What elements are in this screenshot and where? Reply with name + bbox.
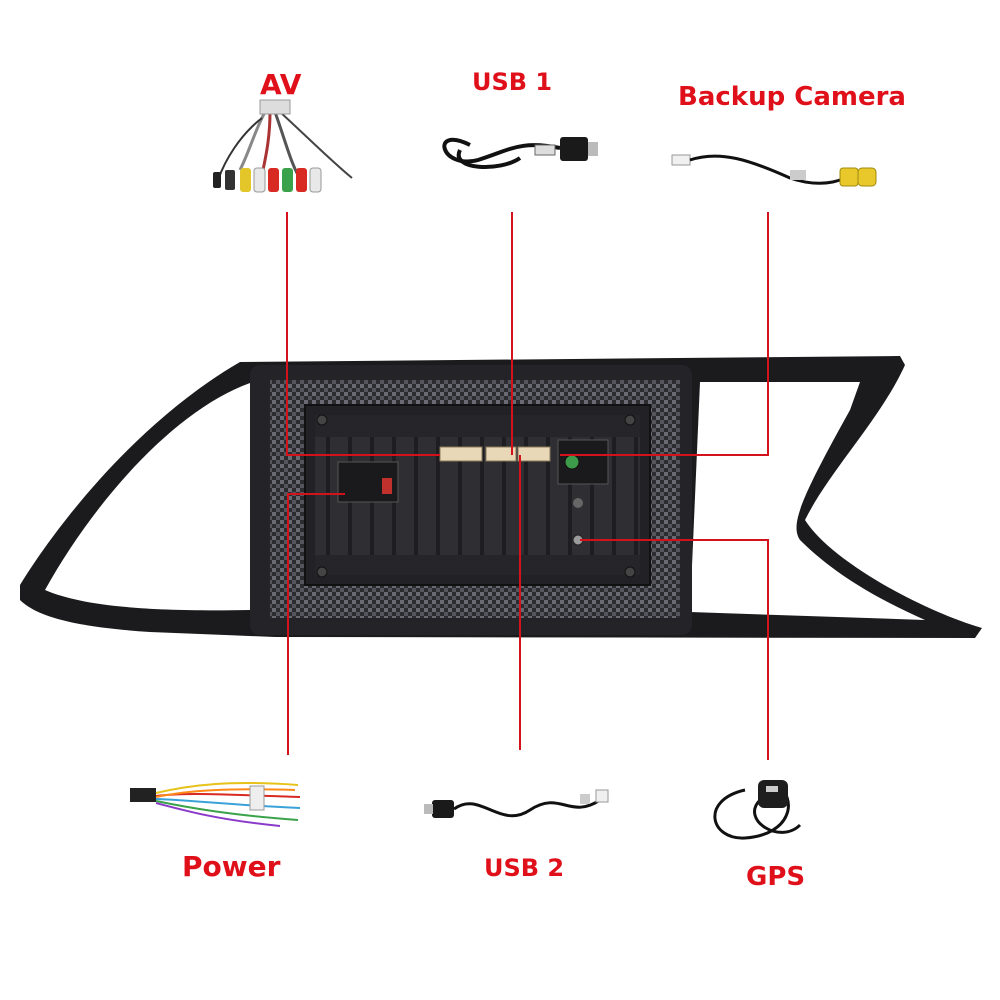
power-harness-icon [130, 782, 301, 827]
usb1-label: USB 1 [472, 68, 553, 96]
usb1-cable-icon [442, 137, 598, 169]
gps-antenna-icon [713, 780, 802, 840]
av-leader-line [286, 212, 440, 456]
backup-camera-leader-line [560, 212, 769, 456]
usb2-label: USB 2 [484, 854, 565, 882]
backup-camera-label: Backup Camera [678, 82, 906, 112]
usb2-cable-icon [424, 789, 609, 818]
power-leader-line [287, 493, 345, 755]
connector-strip [439, 446, 551, 462]
gps-label: GPS [746, 862, 806, 892]
head-unit-back-panel [270, 380, 680, 618]
gps-leader-line [580, 539, 769, 760]
power-label: Power [182, 850, 281, 883]
av-label: AV [260, 68, 302, 101]
rca-camera-cable-icon [671, 154, 877, 187]
av-harness-cable-icon [213, 99, 353, 193]
leader-lines [286, 212, 769, 760]
